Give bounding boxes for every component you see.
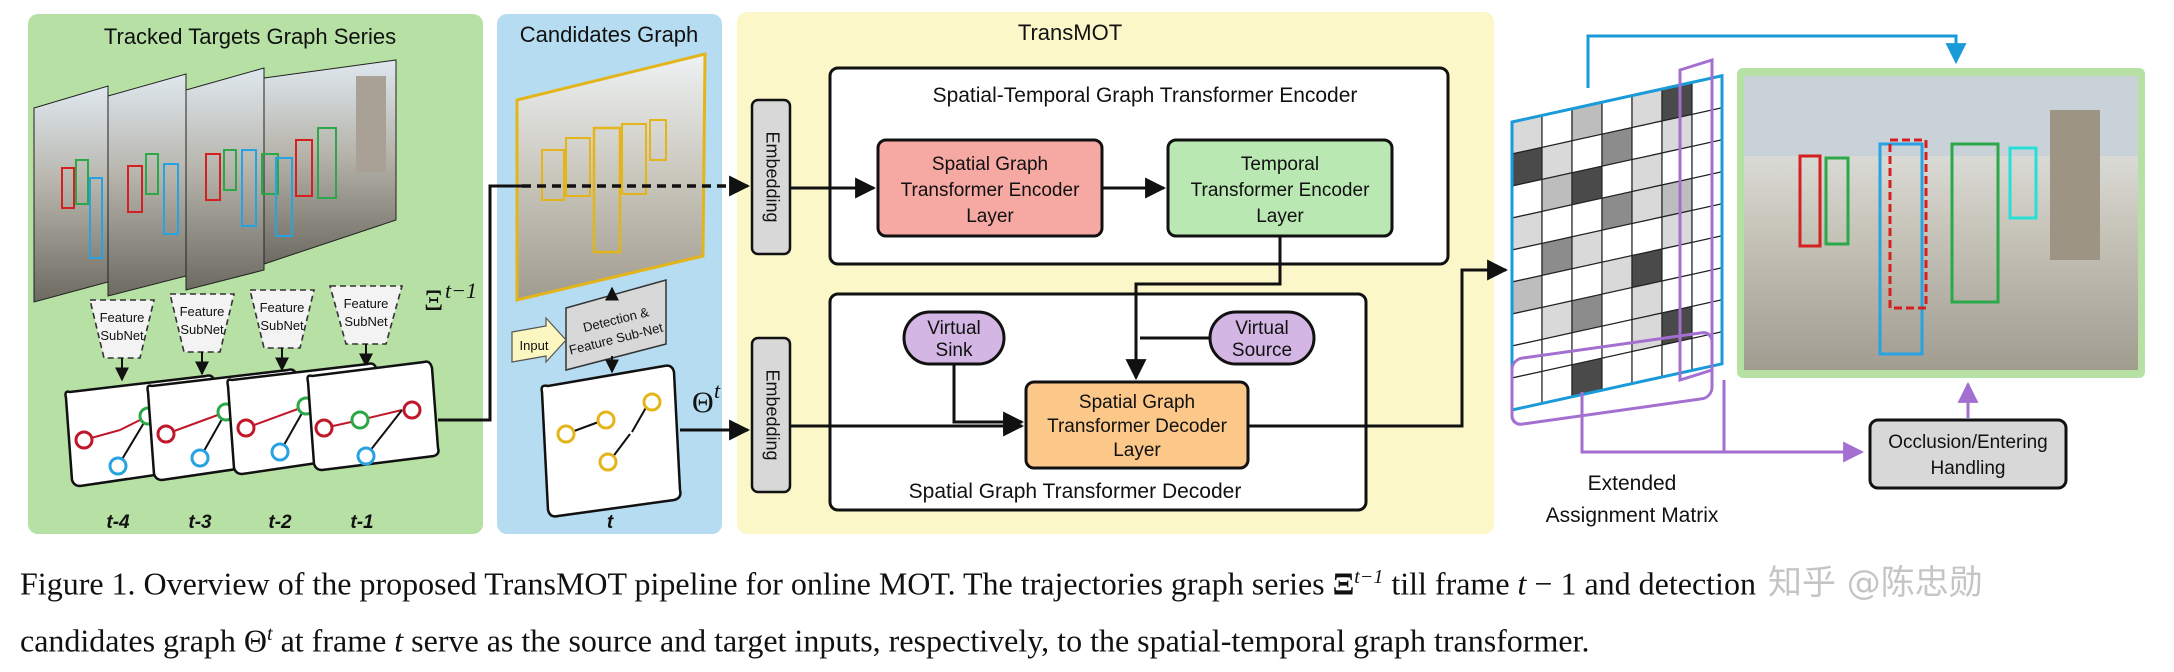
svg-text:Virtual: Virtual: [1235, 318, 1289, 339]
decoder-embedding-box: Embedding: [750, 336, 792, 494]
virtual-source-node: Virtual Source: [1208, 310, 1316, 366]
svg-text:Temporal: Temporal: [1241, 154, 1319, 175]
svg-text:SubNet: SubNet: [180, 322, 224, 337]
svg-text:Virtual: Virtual: [927, 318, 981, 339]
svg-text:Spatial Graph: Spatial Graph: [932, 154, 1048, 175]
svg-text:Transformer Encoder: Transformer Encoder: [901, 180, 1080, 201]
svg-text:t−1: t−1: [445, 278, 477, 303]
assignment-matrix: [1510, 73, 1724, 412]
feature-subnet-4: Feature SubNet: [328, 285, 404, 345]
matrix-label-line2: Assignment Matrix: [1546, 504, 1719, 527]
xi-symbol: Ξ t−1: [424, 278, 477, 317]
temporal-encoder-layer: Temporal Transformer Encoder Layer: [1166, 138, 1394, 238]
matrix-frame: [1510, 73, 1724, 412]
svg-text:Spatial Graph: Spatial Graph: [1079, 392, 1195, 413]
figure-caption: Figure 1. Overview of the proposed Trans…: [20, 552, 2160, 665]
svg-text:Embedding: Embedding: [762, 369, 782, 460]
svg-text:SubNet: SubNet: [260, 318, 304, 333]
tracked-frame-t-1: [261, 59, 397, 265]
svg-text:Feature: Feature: [100, 310, 145, 325]
svg-text:Θ: Θ: [692, 386, 714, 419]
graph-card-t-1: [306, 360, 440, 472]
watermark: 知乎 @陈忠勋: [1768, 563, 1983, 603]
svg-text:Feature: Feature: [180, 304, 225, 319]
svg-text:Feature: Feature: [344, 296, 389, 311]
encoder-embedding-box: Embedding: [750, 98, 792, 256]
result-frame-image: [1737, 68, 2145, 378]
frame-label-t-3: t-3: [188, 512, 212, 533]
svg-text:Source: Source: [1232, 340, 1292, 361]
feature-subnet-2: Feature SubNet: [168, 293, 236, 353]
tracked-frame-t-4: [33, 85, 109, 303]
svg-text:SubNet: SubNet: [100, 328, 144, 343]
tracked-frame-stack: [33, 59, 397, 303]
spatial-decoder-layer: Spatial Graph Transformer Decoder Layer: [1024, 380, 1250, 470]
tracked-frame-t-2: [185, 67, 265, 291]
svg-text:Transformer Decoder: Transformer Decoder: [1047, 416, 1228, 437]
tracked-graph-cards: [64, 360, 440, 488]
svg-text:Ξ: Ξ: [424, 284, 443, 317]
frame-label-t-2: t-2: [268, 512, 292, 533]
feature-subnet-group: Feature SubNet Feature SubNet Feature Su…: [88, 285, 404, 382]
svg-text:Input: Input: [520, 338, 549, 353]
spatial-encoder-layer: Spatial Graph Transformer Encoder Layer: [876, 138, 1104, 238]
svg-text:t: t: [714, 378, 721, 403]
virtual-sink-node: Virtual Sink: [902, 310, 1006, 366]
candidate-frame-label: t: [607, 512, 614, 533]
tracked-targets-title: Tracked Targets Graph Series: [104, 24, 396, 49]
svg-text:Feature: Feature: [260, 300, 305, 315]
transmot-title: TransMOT: [1018, 20, 1122, 45]
caption-line-2: candidates graph Θt at frame t serve as …: [20, 622, 1590, 659]
tracked-to-encoder-arrow: [438, 184, 522, 422]
candidate-frame-image: [515, 52, 707, 302]
svg-text:SubNet: SubNet: [344, 314, 388, 329]
caption-line-1: Figure 1. Overview of the proposed Trans…: [20, 565, 1756, 602]
svg-text:Layer: Layer: [1256, 206, 1304, 227]
svg-text:Embedding: Embedding: [762, 131, 782, 222]
svg-text:Layer: Layer: [966, 206, 1014, 227]
svg-text:Layer: Layer: [1113, 440, 1161, 461]
feature-subnet-3: Feature SubNet: [248, 289, 316, 349]
occlusion-handling-box: Occlusion/Entering Handling: [1868, 418, 2068, 490]
frame-label-t-4: t-4: [106, 512, 130, 533]
frame-label-t-1: t-1: [350, 512, 373, 533]
encoder-title: Spatial-Temporal Graph Transformer Encod…: [933, 84, 1358, 107]
theta-symbol: Θ t: [692, 378, 721, 419]
svg-text:Occlusion/Entering: Occlusion/Entering: [1888, 432, 2047, 453]
tracked-frame-t-3: [107, 73, 187, 297]
input-arrow: Input: [511, 316, 567, 364]
svg-text:Transformer Encoder: Transformer Encoder: [1191, 180, 1370, 201]
decoder-title: Spatial Graph Transformer Decoder: [909, 480, 1242, 503]
matrix-right-column-highlight: [1678, 57, 1714, 383]
svg-text:Sink: Sink: [936, 340, 973, 361]
candidates-title: Candidates Graph: [520, 22, 699, 47]
detection-subnet-box: Detection & Feature Sub-Net: [565, 279, 667, 371]
transmot-pipeline-diagram: Tracked Targets Graph Series Candidates …: [28, 12, 2145, 534]
matrix-label-line1: Extended: [1588, 472, 1677, 495]
feature-subnet-1: Feature SubNet: [88, 299, 156, 359]
candidate-graph-card: [540, 364, 682, 518]
svg-text:Handling: Handling: [1931, 458, 2006, 479]
